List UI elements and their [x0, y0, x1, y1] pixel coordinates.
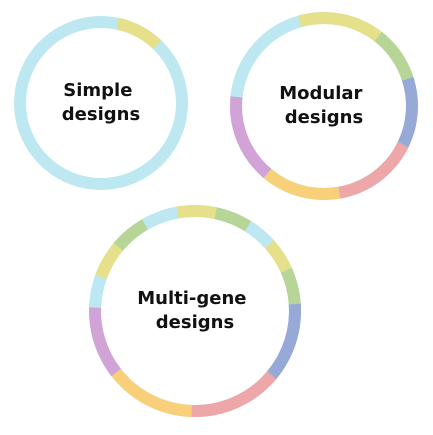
ring-label: Simple designs	[62, 80, 140, 125]
ring-junction-tab	[259, 171, 267, 179]
ring-junction-tab	[176, 205, 183, 212]
ring-segment-yellow	[116, 17, 162, 50]
ring-label-line-1: Modular	[279, 83, 362, 104]
ring-segment-green	[280, 267, 301, 305]
ring-junction-tab	[248, 221, 256, 229]
ring-segment-orange	[263, 168, 341, 200]
simple-designs-ring: Simple designs	[14, 16, 188, 190]
ring-segment-light-blue	[89, 274, 107, 308]
ring-segment-coral	[338, 141, 409, 199]
ring-junction-tab	[334, 193, 341, 200]
ring-junction-tab	[95, 269, 103, 277]
ring-junction-tab	[118, 17, 124, 24]
ring-segments	[230, 12, 418, 200]
ring-junction-tab	[401, 145, 409, 152]
ring-junction-tab	[215, 207, 223, 214]
ring-label-line-2: designs	[156, 312, 234, 333]
ring-segment-coral	[191, 371, 277, 417]
ring-junction-tab	[108, 368, 116, 377]
ring-junction-tab	[378, 31, 386, 39]
ring-segment-green	[113, 219, 149, 251]
ring-label-line-1: Multi-gene	[137, 288, 246, 309]
ring-junction-tab	[408, 76, 415, 83]
ring-label-line-1: Simple	[63, 80, 132, 101]
ring-segments	[116, 17, 162, 50]
ring-segment-lilac	[89, 307, 122, 377]
ring-label-line-2: designs	[285, 107, 363, 128]
ring-segment-yellow	[176, 205, 218, 220]
ring-segment-light-blue	[244, 221, 274, 249]
ring-segment-green	[214, 207, 252, 232]
ring-segment-slate-blue	[266, 303, 301, 380]
ring-segment-yellow	[298, 12, 382, 42]
ring-segments	[89, 205, 301, 417]
ring-label: Modular designs	[279, 83, 368, 128]
ring-junction-tab	[141, 216, 150, 224]
ring-junction-tab	[268, 375, 277, 384]
ring-base	[14, 16, 188, 190]
ring-segment-light-blue	[142, 206, 179, 230]
ring-segment-light-blue	[230, 15, 302, 98]
ring-segment-green	[374, 31, 414, 81]
ring-segment-orange	[111, 368, 192, 417]
ring-segment-yellow	[264, 240, 292, 273]
ring-label-line-2: designs	[62, 104, 140, 125]
ring-junction-tab	[270, 240, 278, 248]
ring-segment-lilac	[230, 96, 272, 179]
modular-designs-ring: Modular designs	[230, 12, 418, 200]
ring-junction-tab	[287, 267, 294, 275]
ring-label: Multi-gene designs	[137, 288, 253, 333]
multigene-designs-ring: Multi-gene designs	[89, 205, 301, 417]
ring-segment-slate-blue	[397, 76, 418, 148]
ring-segment-yellow	[95, 242, 124, 280]
ring-junction-tab	[113, 238, 122, 247]
ring-junction-tab	[298, 14, 304, 21]
ring-junction-tab	[230, 91, 237, 97]
